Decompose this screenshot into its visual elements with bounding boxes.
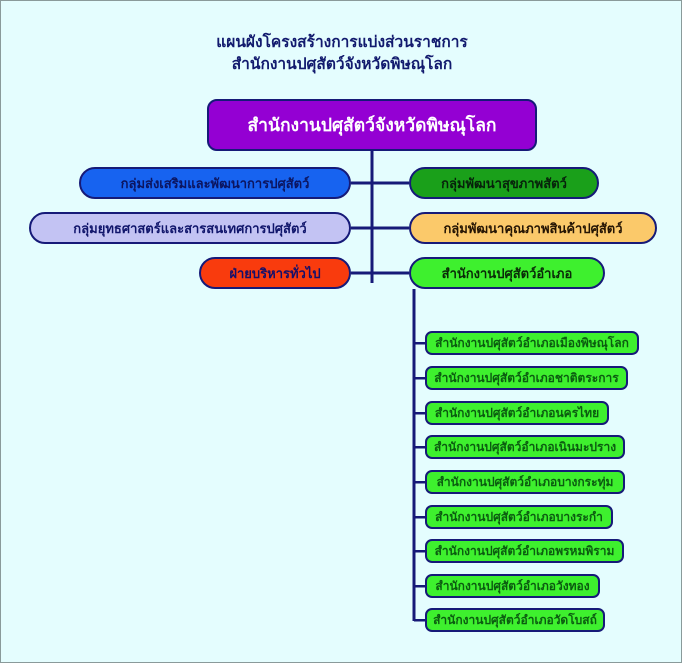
district-office-node[interactable]: สำนักงานปศุสัตว์อำเภอวังทอง	[425, 574, 600, 598]
district-office-node[interactable]: สำนักงานปศุสัตว์อำเภอบางกระทุ่ม	[425, 470, 625, 494]
page-title-line-1: แผนผังโครงสร้างการแบ่งส่วนราชการ	[216, 33, 468, 51]
node-general-administration-division[interactable]: ฝ่ายบริหารทั่วไป	[199, 257, 351, 289]
page-title-line-2: สำนักงานปศุสัตว์จังหวัดพิษณุโลก	[231, 55, 453, 73]
node-animal-health-development-group[interactable]: กลุ่มพัฒนาสุขภาพสัตว์	[409, 167, 599, 199]
node-provincial-livestock-office[interactable]: สำนักงานปศุสัตว์จังหวัดพิษณุโลก	[207, 99, 537, 151]
district-office-node[interactable]: สำนักงานปศุสัตว์อำเภอบางระกำ	[425, 505, 613, 529]
district-office-node[interactable]: สำนักงานปศุสัตว์อำเภอพรหมพิราม	[425, 539, 624, 563]
district-office-node[interactable]: สำนักงานปศุสัตว์อำเภอวัดโบสถ์	[425, 608, 605, 632]
node-product-quality-development-group[interactable]: กลุ่มพัฒนาคุณภาพสินค้าปศุสัตว์	[409, 212, 657, 244]
district-office-node[interactable]: สำนักงานปศุสัตว์อำเภอเนินมะปราง	[425, 435, 625, 459]
node-district-livestock-offices[interactable]: สำนักงานปศุสัตว์อำเภอ	[409, 257, 605, 289]
district-office-node[interactable]: สำนักงานปศุสัตว์อำเภอนครไทย	[425, 401, 609, 425]
node-livestock-promotion-development-group[interactable]: กลุ่มส่งเสริมและพัฒนาการปศุสัตว์	[79, 167, 351, 199]
district-office-node[interactable]: สำนักงานปศุสัตว์อำเภอเมืองพิษณุโลก	[425, 331, 639, 355]
node-strategy-information-group[interactable]: กลุ่มยุทธศาสตร์และสารสนเทศการปศุสัตว์	[29, 212, 351, 244]
district-office-node[interactable]: สำนักงานปศุสัตว์อำเภอชาติตระการ	[425, 366, 628, 390]
page-title: แผนผังโครงสร้างการแบ่งส่วนราชการ สำนักงา…	[1, 31, 681, 75]
